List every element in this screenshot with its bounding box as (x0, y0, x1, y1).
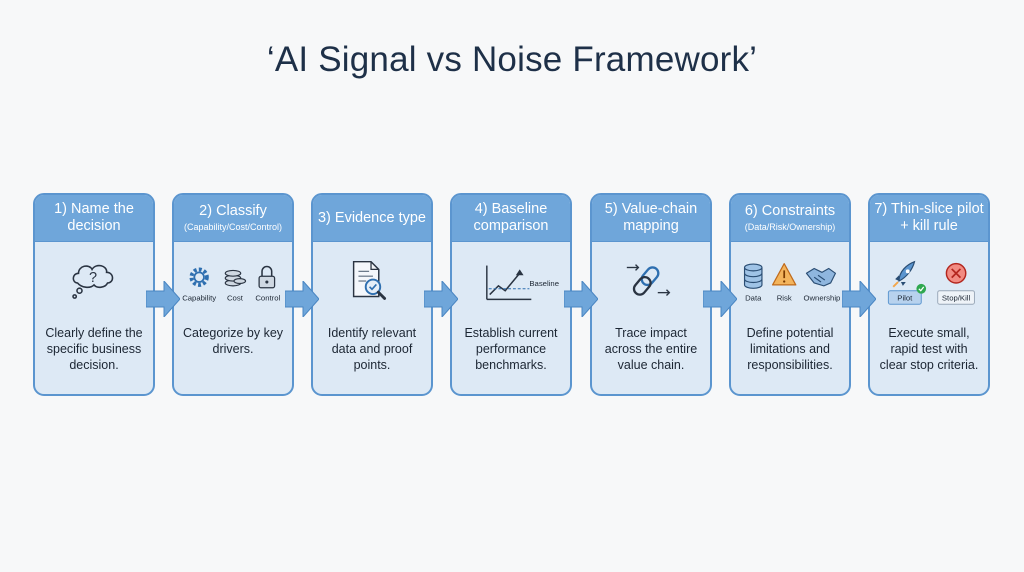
step-5-card: 5) Value-chain mapping Trace impact acro… (590, 193, 712, 396)
lock-icon (258, 265, 276, 289)
step-6-description: Define potential limitations and respons… (746, 326, 834, 372)
data-label: Data (745, 293, 762, 302)
step-3-card: 3) Evidence type Identify relevant data … (311, 193, 433, 396)
step-1-card: 1) Name the decision ? Clearly define th… (33, 193, 155, 396)
cost-label: Cost (227, 293, 244, 302)
coins-icon (224, 269, 247, 287)
baseline-label: Baseline (529, 279, 559, 288)
step-5-description: Trace impact across the entire value cha… (604, 326, 698, 372)
step-7-icons: Pilot Stop/Kill (887, 260, 975, 305)
document-magnifier-icon (352, 260, 387, 300)
step-2-header: 2) Classify (Capability/Cost/Control) (174, 195, 292, 242)
flow-arrow-1 (146, 281, 180, 317)
database-icon (743, 263, 763, 289)
step-5-title: 5) Value-chain mapping (604, 201, 698, 234)
flow-arrow-6 (842, 281, 876, 317)
pilot-label: Pilot (897, 293, 913, 302)
flow-arrow-3 (424, 281, 458, 317)
step-3-header: 3) Evidence type (313, 195, 431, 242)
pilot-badge: Pilot (887, 283, 927, 305)
step-6-header: 6) Constraints (Data/Risk/Ownership) (731, 195, 849, 242)
svg-text:?: ? (89, 270, 97, 286)
step-4-icons: Baseline (486, 265, 559, 301)
step-2-card: 2) Classify (Capability/Cost/Control) Ca… (172, 193, 294, 396)
risk-label: Risk (777, 293, 792, 302)
ownership-label: Ownership (803, 293, 840, 302)
step-1-title: 1) Name the decision (54, 201, 134, 234)
step-3-title: 3) Evidence type (317, 209, 426, 226)
step-2-subtitle: (Capability/Cost/Control) (183, 222, 283, 232)
flow-arrow-2 (285, 281, 319, 317)
step-1-icons: ? (72, 264, 114, 299)
step-5-icons (626, 264, 671, 297)
capability-label: Capability (182, 293, 216, 302)
step-4-description: Establish current performance benchmarks… (464, 326, 558, 372)
flow-arrow-4 (564, 281, 598, 317)
chain-link-icon (626, 264, 671, 297)
stop-icon (945, 262, 967, 284)
step-6-icons: Data Risk Ownership (743, 262, 840, 302)
trend-chart-icon (486, 265, 532, 301)
step-7-description: Execute small, rapid test with clear sto… (879, 326, 979, 372)
step-3-icons (352, 260, 387, 300)
rocket-icon (892, 260, 916, 288)
warning-icon (771, 262, 797, 286)
stop-kill-label: Stop/Kill (942, 293, 971, 302)
handshake-icon (805, 267, 837, 287)
stop-kill-badge: Stop/Kill (937, 290, 975, 305)
step-1-header: 1) Name the decision (35, 195, 153, 242)
step-4-title: 4) Baseline comparison (473, 201, 549, 234)
step-1-description: Clearly define the specific business dec… (45, 326, 143, 372)
control-label: Control (255, 293, 280, 302)
gear-icon (189, 267, 209, 287)
step-6-card: 6) Constraints (Data/Risk/Ownership) Dat… (729, 193, 851, 396)
step-2-title: 2) Classify (199, 203, 267, 219)
step-2-icons: Capability Cost Control (182, 265, 281, 302)
step-3-description: Identify relevant data and proof points. (327, 326, 417, 372)
step-2-description: Categorize by key drivers. (182, 326, 284, 356)
step-5-header: 5) Value-chain mapping (592, 195, 710, 242)
step-7-title: 7) Thin-slice pilot + kill rule (874, 201, 984, 234)
step-7-card: 7) Thin-slice pilot + kill rule Pilot St… (868, 193, 990, 396)
page-title: ‘AI Signal vs Noise Framework’ (266, 40, 758, 79)
step-4-card: 4) Baseline comparison Baseline Establis… (450, 193, 572, 396)
step-6-title: 6) Constraints (744, 203, 836, 219)
thought-bubble-question-icon: ? (72, 264, 114, 299)
step-6-subtitle: (Data/Risk/Ownership) (744, 222, 836, 232)
step-4-header: 4) Baseline comparison (452, 195, 570, 242)
flow-arrow-5 (703, 281, 737, 317)
step-7-header: 7) Thin-slice pilot + kill rule (870, 195, 988, 242)
